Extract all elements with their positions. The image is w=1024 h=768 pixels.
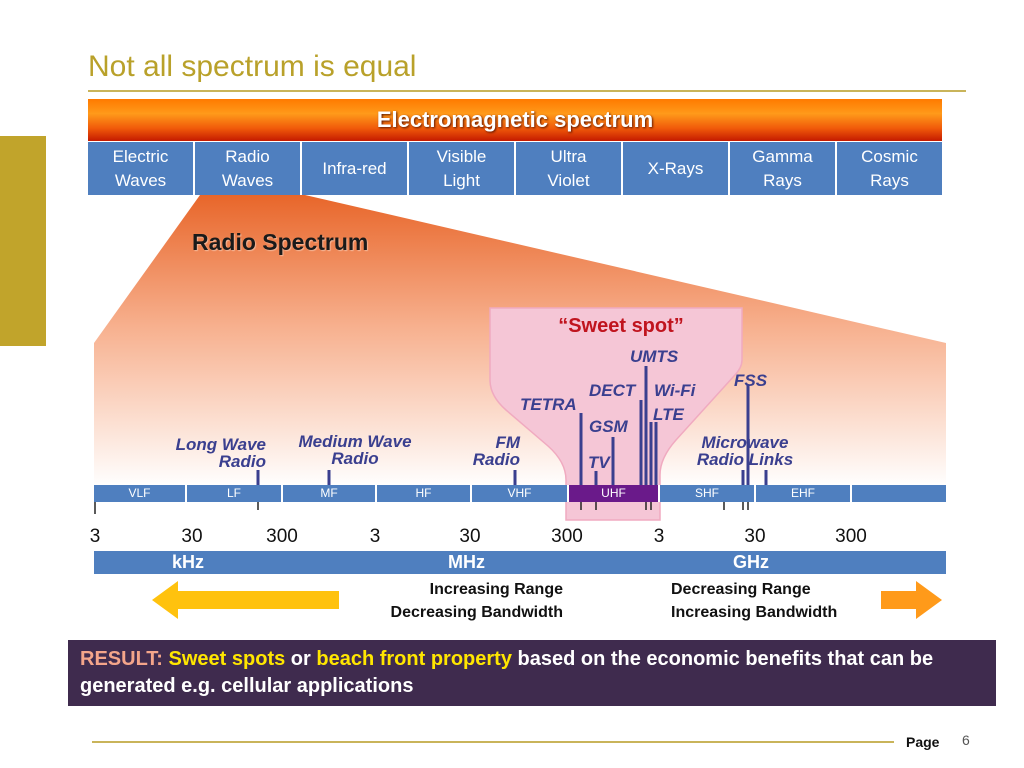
band-ehf: EHF	[791, 486, 815, 500]
page-number: 6	[962, 732, 970, 748]
band-lf: LF	[226, 486, 241, 500]
sweet-spot-title: “Sweet spot”	[558, 315, 684, 337]
band-divider	[375, 485, 377, 502]
freq-label: 300	[551, 526, 583, 547]
band-shf: SHF	[695, 486, 719, 500]
band-mf: MF	[320, 486, 338, 500]
freq-label: 3	[369, 526, 381, 547]
band-hf: HF	[415, 486, 432, 500]
band-divider	[754, 485, 756, 502]
unit-mhz: MHz	[448, 552, 485, 572]
freq-label: 300	[266, 526, 298, 547]
band-divider	[658, 485, 660, 502]
label-umts: UMTS	[630, 347, 679, 366]
title-divider	[88, 90, 966, 92]
band-divider	[470, 485, 472, 502]
band-bar	[94, 485, 946, 502]
uhf-highlight	[569, 485, 658, 502]
em-cell-infra-red: Infra-red	[302, 142, 407, 195]
band-divider	[281, 485, 283, 502]
label-tv: TV	[588, 453, 610, 472]
footer-divider	[92, 741, 894, 743]
label-lte: LTE	[653, 405, 684, 424]
result-sweet-spots: Sweet spots	[168, 648, 286, 670]
band-divider	[850, 485, 852, 502]
band-vlf: VLF	[128, 486, 151, 500]
radio-spectrum-title: Radio Spectrum	[192, 229, 369, 255]
freq-label: 3	[653, 526, 665, 547]
result-text-rest: based on the economic benefits that can …	[80, 648, 934, 697]
label-tetra: TETRA	[520, 395, 577, 414]
label-dect: DECT	[589, 381, 636, 400]
result-text-or: or	[285, 648, 317, 670]
freq-label: 3	[89, 526, 101, 547]
page-label: Page	[906, 734, 940, 750]
unit-ghz: GHz	[733, 552, 769, 572]
result-label: RESULT:	[80, 648, 163, 670]
right-arrow	[881, 581, 942, 619]
em-cell-x-rays: X-Rays	[623, 142, 728, 195]
result-beach-front: beach front property	[316, 648, 512, 670]
band-uhf: UHF	[601, 486, 626, 500]
label-fss: FSS	[734, 371, 768, 390]
left-arrow	[152, 581, 339, 619]
slide-title: Not all spectrum is equal	[88, 50, 417, 83]
unit-bar	[94, 551, 946, 574]
band-divider	[567, 485, 569, 502]
freq-label: 300	[835, 526, 867, 547]
result-box: RESULT: Sweet spots or beach front prope…	[68, 640, 996, 706]
freq-label: 30	[744, 526, 766, 547]
band-divider	[185, 485, 187, 502]
label-gsm: GSM	[589, 417, 628, 436]
sweet-spot-callout	[489, 307, 743, 521]
em-spectrum-banner: Electromagnetic spectrum	[88, 99, 942, 141]
side-accent-bar	[0, 136, 46, 346]
freq-label: 30	[181, 526, 203, 547]
label-wifi: Wi-Fi	[654, 381, 696, 400]
freq-label: 30	[459, 526, 481, 547]
unit-khz: kHz	[172, 552, 205, 572]
band-vhf: VHF	[507, 486, 532, 500]
